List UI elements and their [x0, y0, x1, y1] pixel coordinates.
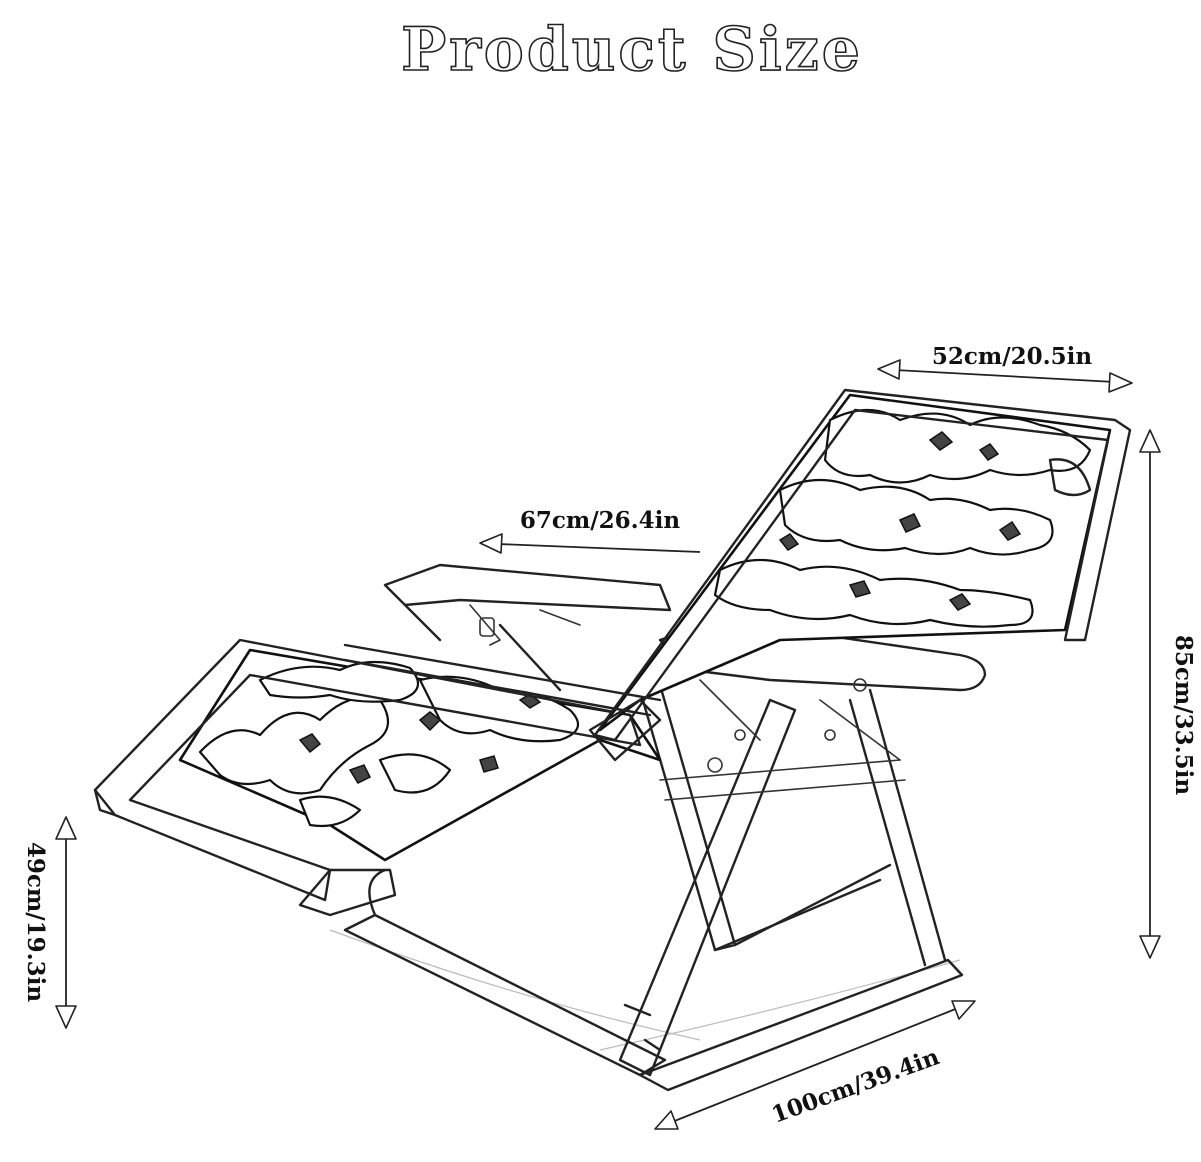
rear-legs	[638, 683, 906, 952]
seat-height-arrow	[55, 816, 77, 1029]
seat-width-label: 67cm/26.4in	[520, 507, 681, 534]
total-length-arrow	[654, 1000, 976, 1130]
base-frame	[343, 688, 964, 1092]
legrest-frame	[93, 638, 642, 917]
seat-fabric	[178, 648, 662, 862]
page-title: Product Size	[401, 15, 863, 85]
left-armrest	[383, 563, 672, 692]
recliner-chair-illustration	[93, 388, 1132, 1092]
front-leg	[618, 698, 797, 1077]
seat-width-arrow	[479, 533, 701, 554]
backrest-fabric	[598, 393, 1112, 732]
backrest-height-label: 85cm/33.5in	[1170, 635, 1197, 796]
seat-height-label: 49cm/19.3in	[22, 842, 49, 1003]
backrest-height-arrow	[1139, 429, 1161, 959]
seat-crossbar	[343, 643, 662, 717]
headrest-width-arrow	[877, 359, 1133, 393]
total-length-label: 100cm/39.4in	[768, 1043, 943, 1129]
headrest-width-label: 52cm/20.5in	[932, 343, 1093, 370]
